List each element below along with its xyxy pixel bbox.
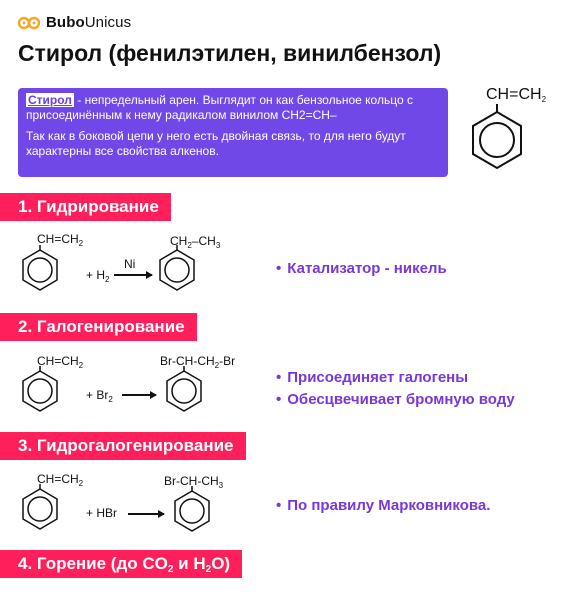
reactant-formula: CH=CH2 (37, 354, 84, 370)
product-formula: Br-CH-CH3 (164, 474, 224, 490)
product-formula: CH2–CH3 (170, 234, 221, 250)
note-item: •По правилу Марковникова. (276, 497, 491, 514)
reactant-benzene-ring-icon (22, 245, 58, 291)
reactant-formula: CH=CH2 (37, 472, 84, 488)
reactant-formula: CH=CH2 (37, 232, 84, 248)
section-hydrohalogenation-title: 3. Гидрогалогенирование (0, 432, 246, 460)
intro-box: Стирол - непредельный арен. Выглядит он … (18, 88, 448, 177)
reactant-benzene-ring-icon (22, 366, 58, 412)
page-title: Стирол (фенилэтилен, винилбензол) (18, 40, 442, 66)
intro-properties: Так как в боковой цепи у него есть двойн… (26, 129, 406, 158)
reactant-benzene-ring-icon (22, 484, 58, 530)
reagent-formula: + H2 (86, 268, 110, 284)
brand-logo[interactable]: BuboUnicus (18, 14, 131, 31)
section-halogenation-title: 2. Галогенирование (0, 313, 197, 341)
brand-name: BuboUnicus (46, 14, 132, 31)
intro-highlight: Стирол (26, 93, 74, 107)
product-benzene-ring-icon (159, 245, 195, 291)
section-combustion-title: 4. Горение (до CO2 и H2O) (0, 550, 243, 578)
catalyst-label: Ni (124, 257, 136, 271)
section-hydrogenation-title: 1. Гидрирование (0, 193, 171, 221)
note-item: •Катализатор - никель (276, 260, 447, 277)
product-formula: Br-CH-CH2-Br (160, 354, 236, 370)
reagent-formula: + Br2 (86, 388, 113, 404)
reagent-formula: + HBr (86, 506, 118, 520)
owl-logo-icon (18, 16, 40, 29)
note-item: •Присоединяет галогены (276, 369, 469, 386)
note-item: •Обесцвечивает бромную воду (276, 391, 515, 408)
reaction-arrow (128, 510, 165, 517)
reaction-arrow (122, 391, 157, 398)
styrene-formula-label: CH=CH2 (486, 86, 547, 104)
styrene-benzene-ring-icon (472, 104, 522, 170)
product-benzene-ring-icon (166, 366, 202, 412)
intro-definition: Стирол - непредельный арен. Выглядит он … (26, 93, 413, 122)
product-benzene-ring-icon (174, 486, 210, 532)
reaction-arrow (114, 271, 153, 278)
